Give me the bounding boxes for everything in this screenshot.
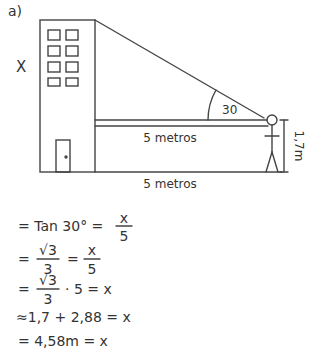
numerator: √3 (39, 273, 57, 287)
dimension: 1,7m (293, 131, 305, 162)
equation: = (18, 252, 30, 266)
sight-line (95, 20, 264, 118)
equation: · 5 = x (65, 282, 112, 296)
equation: = (18, 282, 30, 296)
denominator: 5 (88, 262, 97, 276)
numerator: √3 (39, 243, 57, 257)
ground-line (95, 171, 282, 172)
denominator: 3 (44, 292, 53, 306)
dimension: 5 metros (143, 132, 197, 144)
fraction-bar (116, 225, 132, 226)
door (56, 140, 70, 172)
numerator: x (88, 243, 96, 257)
equation: = (67, 252, 79, 266)
building (40, 20, 95, 172)
fraction-bar (37, 258, 59, 259)
dimension: 5 metros (143, 178, 197, 190)
result: = 4,58m = x (18, 334, 108, 348)
height-bracket (283, 120, 284, 172)
observer-head (267, 115, 277, 125)
numerator: x (120, 211, 128, 225)
denominator: 5 (120, 229, 129, 243)
equation: = Tan 30° = (18, 219, 103, 233)
unknown-height: X (16, 60, 26, 75)
angle-label: 30 (222, 104, 237, 116)
fraction-bar (37, 288, 59, 289)
eye-level-line (95, 119, 267, 120)
part-label: a) (8, 4, 22, 18)
angle-arc (208, 90, 216, 120)
equation: ≈1,7 + 2,88 = x (16, 310, 131, 324)
fraction-bar (84, 258, 100, 259)
